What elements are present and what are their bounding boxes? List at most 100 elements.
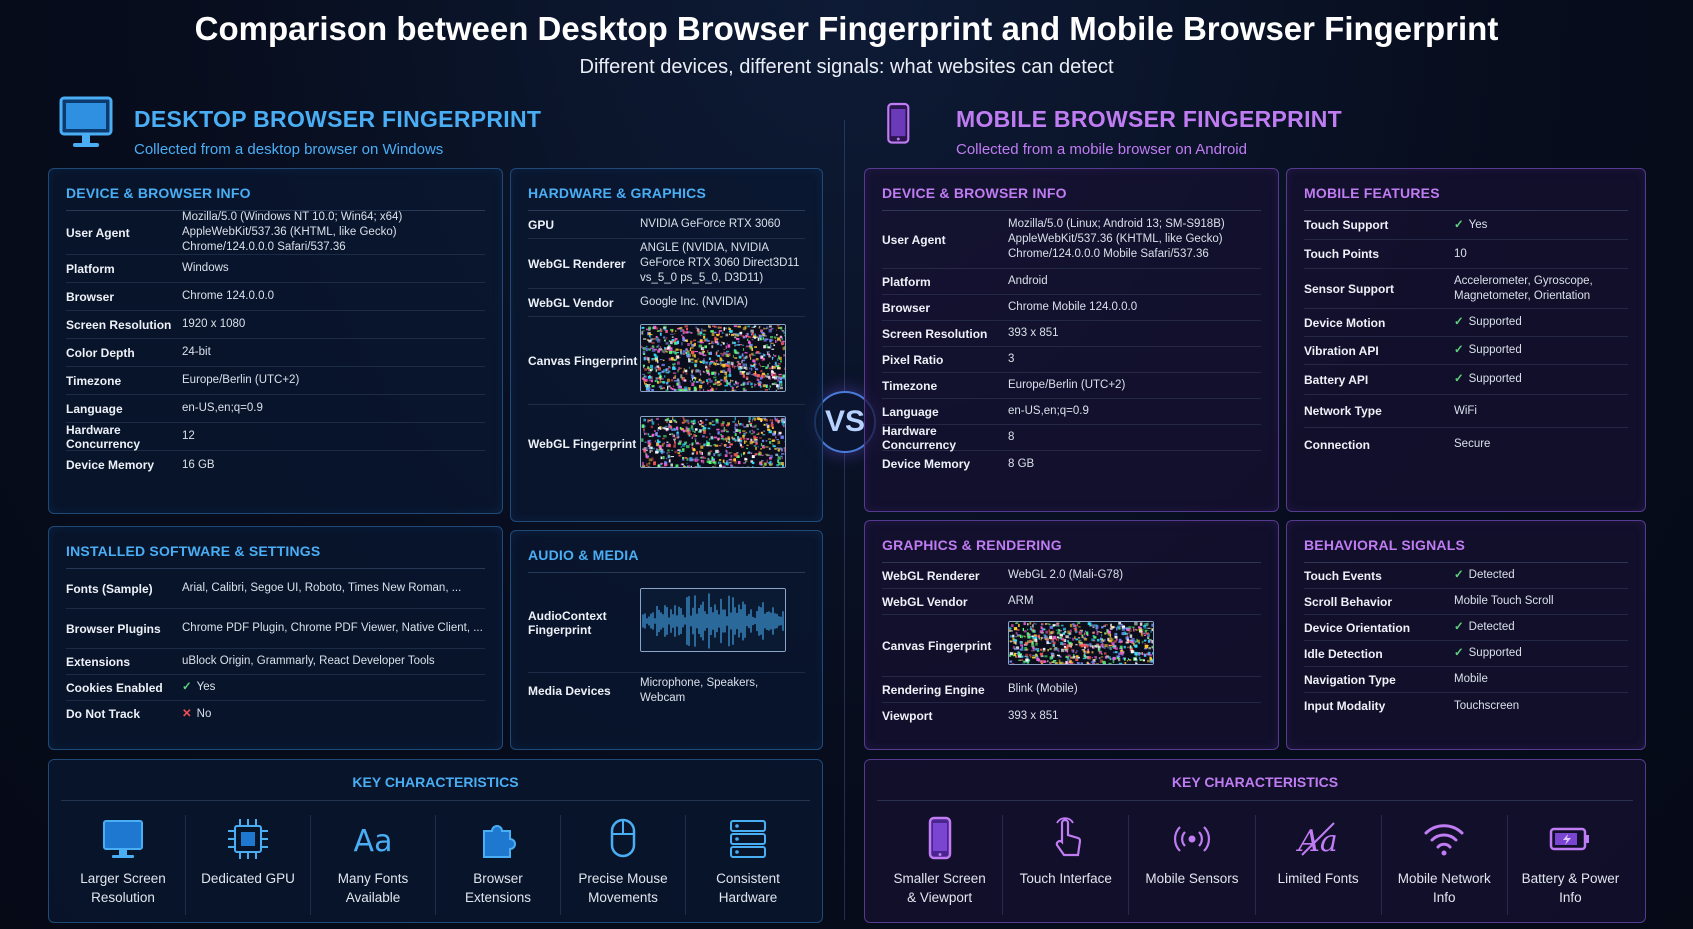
row-value: ✓Supported	[1454, 343, 1522, 358]
row-idle-detection: Idle Detection✓Supported	[1304, 641, 1628, 667]
row-value: Accelerometer, Gyroscope, Magnetometer, …	[1454, 274, 1628, 304]
row-key: Scroll Behavior	[1304, 594, 1393, 609]
smartphone-icon	[887, 102, 910, 144]
row-value-text: 393 x 851	[1008, 709, 1059, 722]
row-value: ✓Yes	[1454, 218, 1487, 233]
row-key: Language	[882, 404, 939, 419]
row-key: Hardware Concurrency	[66, 422, 141, 451]
gpu-chip-icon	[228, 819, 268, 859]
row-value-text: Detected	[1468, 621, 1515, 633]
row-value-text: uBlock Origin, Grammarly, React Develope…	[182, 655, 435, 667]
row-value-text: Supported	[1468, 316, 1522, 328]
row-value-text: Blink (Mobile)	[1008, 683, 1078, 695]
row-value: NVIDIA GeForce RTX 3060	[640, 217, 780, 232]
row-value: Secure	[1454, 437, 1490, 452]
key-title: KEY CHARACTERISTICS	[877, 774, 1633, 801]
key-item-label: Battery & Power Info	[1521, 871, 1620, 905]
row-value: 10	[1454, 247, 1467, 262]
row-value: Chrome PDF Plugin, Chrome PDF Viewer, Na…	[182, 621, 483, 636]
row-battery-api: Battery API✓Supported	[1304, 365, 1628, 395]
key-item-mobile-network-info: Mobile Network Info	[1382, 815, 1508, 915]
row-value: WebGL 2.0 (Mali-G78)	[1008, 568, 1123, 583]
row-value-text: Supported	[1468, 647, 1522, 659]
row-vibration-api: Vibration API✓Supported	[1304, 337, 1628, 365]
row-value-text: Yes	[1468, 218, 1488, 231]
row-value-text: Supported	[1468, 344, 1522, 356]
panel-title: HARDWARE & GRAPHICS	[528, 185, 805, 211]
key-item-mobile-sensors: Mobile Sensors	[1129, 815, 1256, 915]
row-value: ✕No	[182, 707, 211, 722]
row-key: Device Memory	[882, 457, 971, 471]
page-subtitle: Different devices, different signals: wh…	[579, 56, 1114, 78]
canvas-fingerprint-image	[640, 324, 790, 397]
row-key: Pixel Ratio	[882, 352, 944, 367]
desktop-hardware-panel: HARDWARE & GRAPHICS GPU NVIDIA GeForce RT…	[510, 168, 823, 522]
row-key: Battery API	[1304, 372, 1369, 387]
row-value: Chrome Mobile 124.0.0.0	[1008, 300, 1137, 315]
row-key: WebGL Fingerprint	[528, 437, 637, 451]
key-item-touch-interface: Touch Interface	[1003, 815, 1130, 915]
row-key: Fonts (Sample)	[66, 581, 153, 596]
row-webgl-renderer: WebGL Renderer WebGL 2.0 (Mali-G78)	[882, 563, 1261, 589]
row-key: WebGL Vendor	[528, 295, 614, 310]
server-icon	[730, 820, 766, 858]
row-key: Device Orientation	[1304, 620, 1411, 635]
row-key: Language	[66, 401, 123, 416]
row-value-text: WebGL 2.0 (Mali-G78)	[1008, 569, 1124, 581]
key-item-label: Smaller Screen & Viewport	[893, 871, 986, 905]
panel-title: DEVICE & BROWSER INFO	[66, 185, 485, 211]
desktop-key-characteristics: KEY CHARACTERISTICS Larger Screen Resolu…	[48, 759, 823, 923]
desktop-software-rows: Fonts (Sample) Arial, Calibri, Segoe UI, …	[66, 569, 485, 727]
row-key: Touch Support	[1304, 218, 1389, 232]
row-key: Navigation Type	[1304, 672, 1396, 687]
row-key: Browser Plugins	[66, 621, 161, 636]
row-sensor-support: Sensor Support Accelerometer, Gyroscope, …	[1304, 269, 1628, 309]
row-key: Viewport	[882, 709, 933, 723]
row-value: Google Inc. (NVIDIA)	[640, 295, 748, 310]
row-value: Arial, Calibri, Segoe UI, Roboto, Times …	[182, 581, 461, 596]
row-key: GPU	[528, 217, 555, 232]
puzzle-piece-icon	[483, 825, 516, 858]
row-key: Touch Points	[1304, 247, 1380, 261]
row-value: Mobile Touch Scroll	[1454, 594, 1554, 609]
desktop-header: DESKTOP BROWSER FINGERPRINT Collected fr…	[58, 94, 541, 158]
row-key: Touch Events	[1304, 568, 1382, 583]
row-value-text: Detected	[1468, 569, 1515, 581]
key-item-label: Touch Interface	[1019, 871, 1112, 886]
row-value-text: 10	[1454, 247, 1467, 260]
row-value: Chrome 124.0.0.0	[182, 289, 274, 304]
row-key: User Agent	[66, 225, 130, 240]
row-value: Blink (Mobile)	[1008, 682, 1078, 697]
mobile-key-characteristics: KEY CHARACTERISTICS Smaller Screen & Vie…	[864, 759, 1646, 923]
row-value: en-US,en;q=0.9	[1008, 404, 1089, 419]
row-visual	[640, 588, 787, 657]
row-key: Screen Resolution	[882, 326, 988, 341]
mobile-key-items: Smaller Screen & Viewport Touch Interface…	[877, 815, 1633, 915]
svg-text:Aa: Aa	[354, 824, 393, 859]
row-key: WebGL Renderer	[882, 568, 980, 583]
row-device-motion: Device Motion✓Supported	[1304, 309, 1628, 337]
row-key: Sensor Support	[1304, 281, 1395, 296]
row-visual	[640, 324, 790, 397]
row-key: AudioContext Fingerprint	[528, 608, 607, 637]
key-title: KEY CHARACTERISTICS	[61, 774, 810, 801]
key-item-label: Browser Extensions	[464, 871, 532, 905]
row-value: uBlock Origin, Grammarly, React Develope…	[182, 654, 435, 669]
row-value-text: Supported	[1468, 373, 1522, 385]
